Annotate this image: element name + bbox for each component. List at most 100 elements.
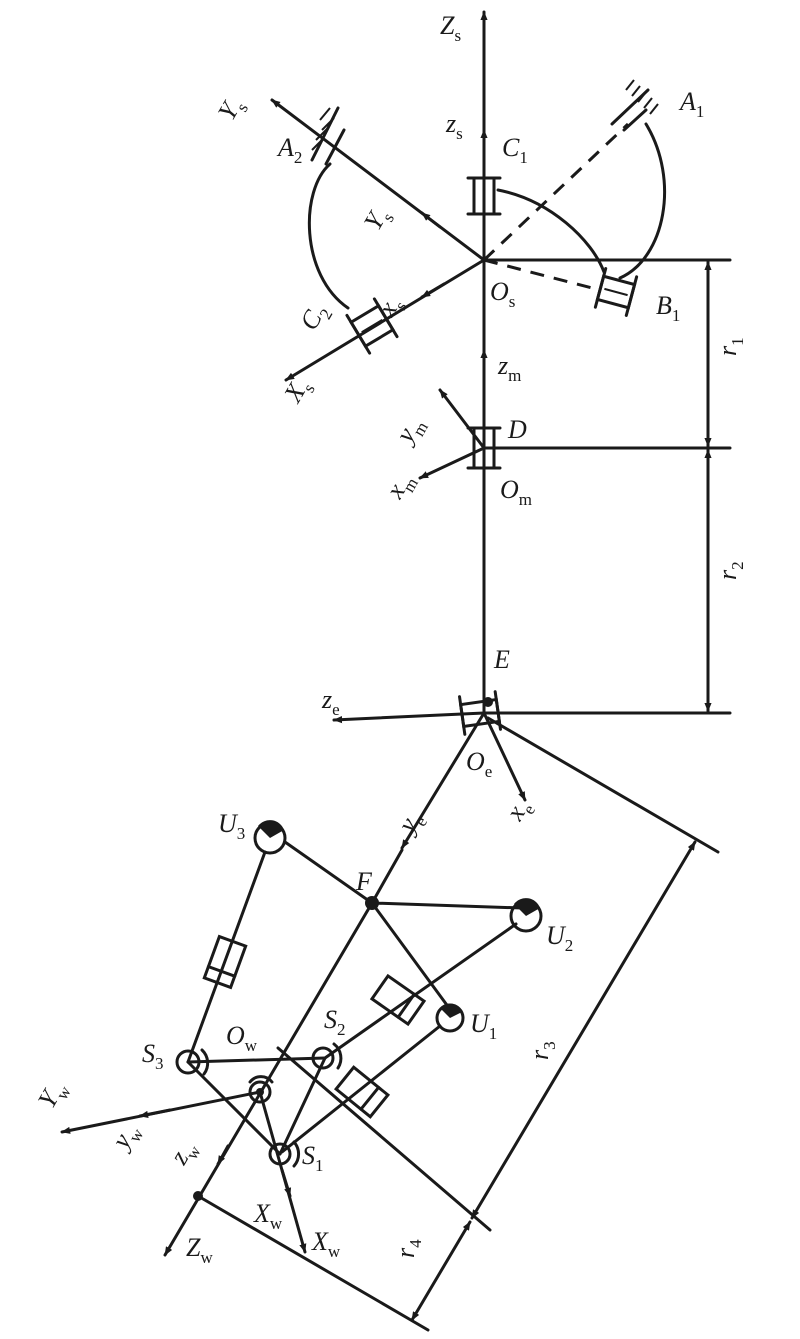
- ze-axis-line: [332, 711, 486, 724]
- label-xw-sub: w: [328, 1242, 341, 1261]
- label-r3-main: r: [525, 1049, 554, 1060]
- label-Zs-sub: s: [454, 26, 461, 45]
- xe-axis-line: [482, 711, 527, 802]
- label-S3-sub: 3: [155, 1054, 164, 1073]
- label-r2-sub: 2: [728, 561, 747, 570]
- label-Zw-sub: w: [200, 1248, 213, 1267]
- leg3-line: [186, 850, 267, 1064]
- label-Os: Os: [490, 277, 515, 311]
- label-A2-sub: 2: [294, 148, 303, 167]
- label-r1-sub: 1: [728, 337, 747, 346]
- ref-line-r4-bottom: [196, 1194, 430, 1332]
- label-Zw-main: Z: [186, 1233, 201, 1262]
- xw-inner-arrow: [280, 1168, 292, 1198]
- a1-fixed-support: [610, 79, 659, 132]
- xs-axis-line: [284, 258, 486, 382]
- label-A2: A2: [276, 133, 302, 167]
- label-C1: C1: [502, 133, 528, 167]
- label-D-main: D: [507, 415, 527, 444]
- label-r4: r4: [391, 1239, 425, 1258]
- label-U2-sub: 2: [565, 936, 574, 955]
- label-zs-main: z: [445, 109, 456, 138]
- label-zs: zs: [445, 109, 463, 143]
- label-Ow: Ow: [226, 1021, 258, 1055]
- label-F: F: [355, 867, 373, 896]
- label-U2: U2: [546, 921, 573, 955]
- a1-dashed-axis: [482, 122, 630, 262]
- label-xs: xs: [372, 291, 411, 325]
- label-S2: S2: [324, 1005, 346, 1039]
- label-Om-main: O: [500, 475, 519, 504]
- label-U1-main: U: [470, 1009, 491, 1038]
- label-C1-sub: 1: [519, 148, 528, 167]
- label-S1: S1: [302, 1141, 324, 1175]
- label-r3: r3: [525, 1041, 559, 1060]
- label-A1-sub: 1: [696, 102, 705, 121]
- a2-fixed-support: [310, 106, 346, 166]
- label-E-main: E: [493, 645, 510, 674]
- label-U2-main: U: [546, 921, 567, 950]
- label-ze-sub: e: [332, 700, 340, 719]
- label-xm: xm: [380, 467, 422, 506]
- c1-joint: [466, 176, 502, 216]
- label-r3-sub: 3: [540, 1041, 559, 1050]
- s3-s1-platform: [186, 1060, 282, 1156]
- label-ze: ze: [321, 685, 340, 719]
- label-E: E: [493, 645, 510, 674]
- label-Xs-main: X: [278, 378, 312, 408]
- s3-s2-platform: [186, 1056, 327, 1064]
- leg1-line: [280, 1024, 442, 1154]
- label-S1-main: S: [302, 1141, 315, 1170]
- c2-joint: [345, 297, 399, 355]
- label-U3: U3: [218, 809, 245, 843]
- label-Xw: Xw: [253, 1199, 283, 1233]
- label-Zs-main: Z: [440, 11, 455, 40]
- e-pin: [483, 697, 493, 707]
- label-S3-main: S: [142, 1039, 155, 1068]
- r4-dimension: [410, 1220, 472, 1322]
- label-Om-sub: m: [519, 490, 532, 509]
- label-r1: r1: [713, 337, 747, 356]
- label-Xs: Xs: [278, 373, 319, 410]
- xs-inner-arrow: [420, 282, 446, 299]
- label-U1-sub: 1: [489, 1024, 498, 1043]
- label-Os-main: O: [490, 277, 509, 306]
- label-ys: Ys: [358, 202, 398, 237]
- f-u1-link: [370, 901, 454, 1014]
- f-u3-link: [283, 840, 374, 905]
- label-Ow-sub: w: [245, 1036, 258, 1055]
- leg3-actuator: [202, 934, 248, 990]
- label-Ow-main: O: [226, 1021, 245, 1050]
- s2-joint: [311, 1042, 343, 1070]
- leg2-actuator: [369, 973, 427, 1027]
- label-A1: A1: [678, 87, 704, 121]
- f-u2-link: [370, 901, 524, 910]
- label-D: D: [507, 415, 527, 444]
- u1-joint: [435, 1003, 465, 1033]
- label-B1-main: B: [656, 291, 672, 320]
- label-S2-main: S: [324, 1005, 337, 1034]
- label-B1-sub: 1: [672, 306, 681, 325]
- label-Om: Om: [500, 475, 532, 509]
- label-zm-sub: m: [508, 366, 521, 385]
- ym-axis-line: [438, 388, 486, 450]
- label-r4-main: r: [391, 1247, 420, 1258]
- label-Os-sub: s: [509, 292, 516, 311]
- label-xe: xe: [500, 794, 539, 828]
- b1-joint: [593, 267, 639, 317]
- label-S2-sub: 2: [337, 1020, 346, 1039]
- leg1-actuator: [333, 1065, 391, 1119]
- label-Zw: Zw: [186, 1233, 213, 1267]
- leg2-line: [323, 922, 518, 1060]
- label-S3: S3: [142, 1039, 164, 1073]
- tcp-point: [193, 1191, 203, 1201]
- label-Xw-main: X: [253, 1199, 271, 1228]
- f-to-zw-line: [370, 848, 404, 905]
- label-zs-sub: s: [456, 124, 463, 143]
- label-r2-main: r: [713, 569, 742, 580]
- label-xw: Xw: [311, 1227, 341, 1261]
- label-U1: U1: [470, 1009, 497, 1043]
- s3-joint: [175, 1048, 210, 1076]
